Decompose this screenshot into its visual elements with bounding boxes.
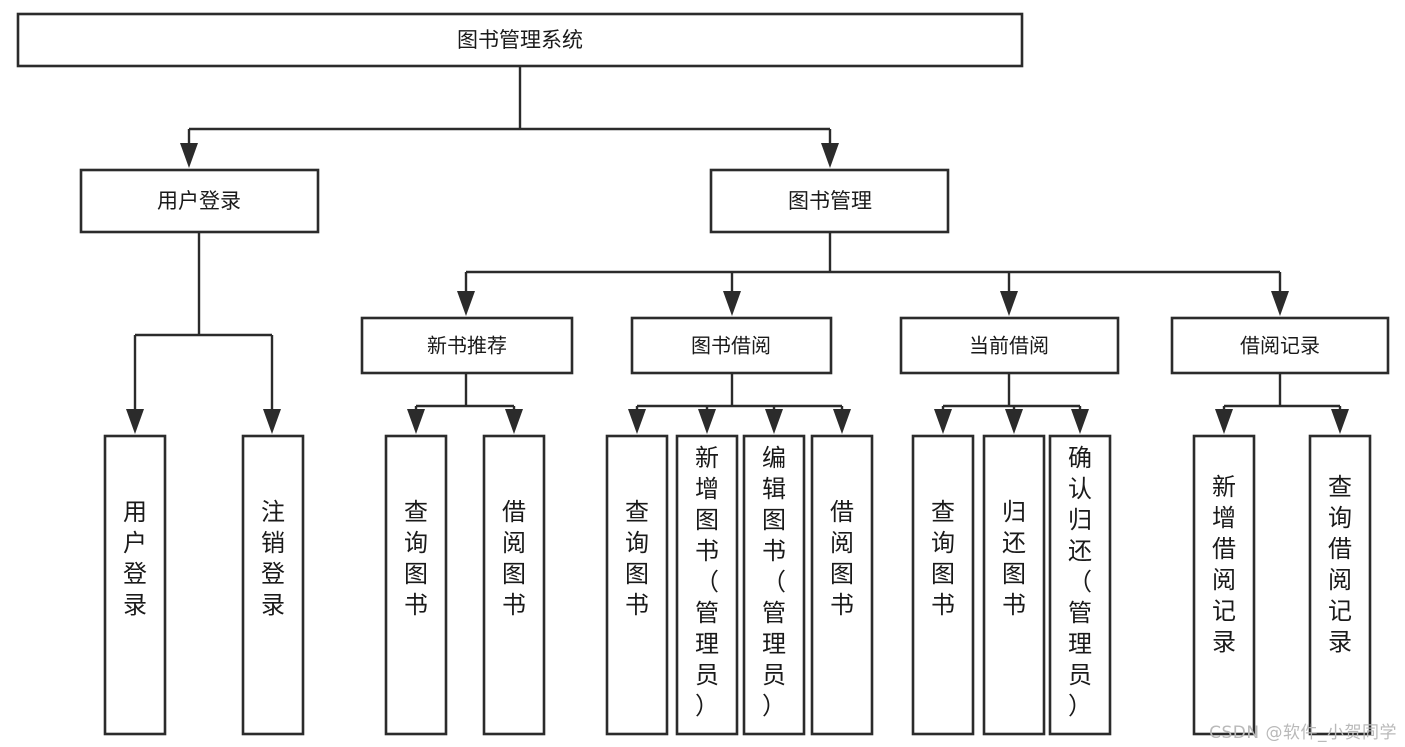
node-new-book-rec[interactable]: 新书推荐	[360, 316, 574, 375]
leaf-query-book-rec-box[interactable]	[384, 434, 448, 736]
arrow-new-book-rec	[457, 291, 475, 316]
arrow-current-borrow	[1000, 291, 1018, 316]
arrow-leaf-add-book-admin	[698, 409, 716, 434]
leaf-query-book-cur-label: 查询图书	[931, 498, 955, 619]
leaf-return-book-label: 归还图书	[1002, 498, 1026, 619]
leaf-add-borrow-rec-label: 新增借阅记录	[1212, 473, 1236, 656]
leaf-return-book[interactable]: 归还图书	[982, 434, 1046, 736]
node-borrow-record-box[interactable]	[1170, 316, 1390, 375]
node-current-borrow-box[interactable]	[899, 316, 1120, 375]
leaf-query-book-cur[interactable]: 查询图书	[911, 434, 975, 736]
node-book-manage-label: 图书管理	[788, 189, 872, 213]
leaf-query-borrow-rec[interactable]: 查询借阅记录	[1308, 434, 1372, 736]
leaf-add-book-admin-label: 新增图书（管理员）	[695, 444, 719, 720]
leaf-query-book-bor-label: 查询图书	[625, 498, 649, 619]
leaf-confirm-return-box[interactable]	[1048, 434, 1112, 736]
node-borrow-record[interactable]: 借阅记录	[1170, 316, 1390, 375]
leaf-query-book-rec-label: 查询图书	[404, 498, 428, 619]
arrow-leaf-query-borrow-rec	[1331, 409, 1349, 434]
node-book-borrow[interactable]: 图书借阅	[630, 316, 833, 375]
leaf-user-login-label: 用户登录	[123, 498, 147, 619]
leaf-confirm-return-label: 确认归还（管理员）	[1068, 444, 1092, 720]
leaf-borrow-book-rec-label: 借阅图书	[502, 498, 526, 619]
arrow-leaf-user-login	[126, 409, 144, 434]
arrow-leaf-query-book-bor	[628, 409, 646, 434]
node-book-manage[interactable]: 图书管理	[709, 168, 950, 234]
leaf-add-book-admin[interactable]: 新增图书（管理员）	[675, 434, 739, 736]
leaf-add-borrow-rec[interactable]: 新增借阅记录	[1192, 434, 1256, 736]
leaf-borrow-book-bor-label: 借阅图书	[830, 498, 854, 619]
leaf-query-book-rec[interactable]: 查询图书	[384, 434, 448, 736]
node-current-borrow[interactable]: 当前借阅	[899, 316, 1120, 375]
arrow-borrow-record	[1271, 291, 1289, 316]
arrow-leaf-query-book-rec	[407, 409, 425, 434]
leaf-layer: 用户登录 注销登录 查询图书 借阅图书 查询图书 新增图书（管理员）	[103, 434, 1372, 736]
arrow-user-login	[180, 143, 198, 168]
leaf-borrow-book-rec[interactable]: 借阅图书	[482, 434, 546, 736]
leaf-query-book-bor[interactable]: 查询图书	[605, 434, 669, 736]
arrow-book-borrow	[723, 291, 741, 316]
arrow-leaf-confirm-return	[1071, 409, 1089, 434]
leaf-edit-book-admin[interactable]: 编辑图书（管理员）	[742, 434, 806, 736]
node-book-borrow-box[interactable]	[630, 316, 833, 375]
leaf-logout-login[interactable]: 注销登录	[241, 434, 305, 736]
arrow-leaf-logout-login	[263, 409, 281, 434]
leaf-user-login-box[interactable]	[103, 434, 167, 736]
csdn-watermark: CSDN @软件_小贺同学	[1209, 723, 1397, 743]
leaf-add-borrow-rec-box[interactable]	[1192, 434, 1256, 736]
leaf-query-borrow-rec-box[interactable]	[1308, 434, 1372, 736]
leaf-query-book-cur-box[interactable]	[911, 434, 975, 736]
node-user-login-label: 用户登录	[157, 189, 241, 213]
leaf-logout-login-label: 注销登录	[261, 498, 285, 619]
node-user-login[interactable]: 用户登录	[79, 168, 320, 234]
node-root-box[interactable]	[16, 12, 1024, 68]
node-new-book-rec-box[interactable]	[360, 316, 574, 375]
leaf-edit-book-admin-box[interactable]	[742, 434, 806, 736]
node-user-login-box[interactable]	[79, 168, 320, 234]
leaf-edit-book-admin-label: 编辑图书（管理员）	[762, 444, 786, 720]
node-book-borrow-label: 图书借阅	[691, 334, 771, 358]
node-new-book-rec-label: 新书推荐	[427, 334, 507, 358]
leaf-borrow-book-bor[interactable]: 借阅图书	[810, 434, 874, 736]
leaf-borrow-book-bor-box[interactable]	[810, 434, 874, 736]
node-root[interactable]: 图书管理系统	[16, 12, 1024, 68]
node-root-label: 图书管理系统	[457, 28, 583, 52]
leaf-return-book-box[interactable]	[982, 434, 1046, 736]
leaf-logout-login-box[interactable]	[241, 434, 305, 736]
leaf-query-borrow-rec-label: 查询借阅记录	[1328, 473, 1352, 656]
leaf-confirm-return[interactable]: 确认归还（管理员）	[1048, 434, 1112, 736]
leaf-add-book-admin-box[interactable]	[675, 434, 739, 736]
arrow-leaf-return-book	[1005, 409, 1023, 434]
node-borrow-record-label: 借阅记录	[1240, 334, 1320, 358]
leaf-user-login[interactable]: 用户登录	[103, 434, 167, 736]
arrow-book-manage	[821, 143, 839, 168]
leaf-query-book-bor-box[interactable]	[605, 434, 669, 736]
node-current-borrow-label: 当前借阅	[969, 334, 1049, 358]
node-book-manage-box[interactable]	[709, 168, 950, 234]
leaf-borrow-book-rec-box[interactable]	[482, 434, 546, 736]
arrow-leaf-query-book-cur	[934, 409, 952, 434]
arrow-leaf-borrow-book-bor	[833, 409, 851, 434]
connector-layer	[126, 66, 1349, 434]
arrow-leaf-edit-book-admin	[765, 409, 783, 434]
arrow-leaf-borrow-book-rec	[505, 409, 523, 434]
arrow-leaf-add-borrow-rec	[1215, 409, 1233, 434]
